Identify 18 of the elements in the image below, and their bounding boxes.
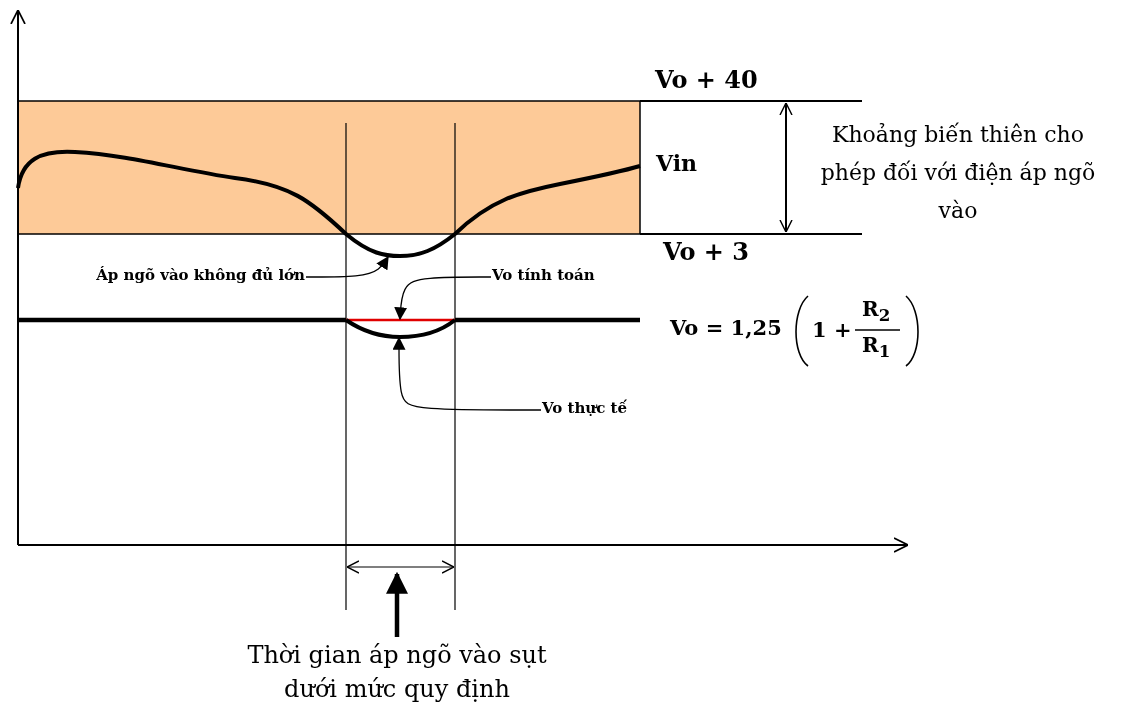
callout-label: Vo tính toán bbox=[492, 266, 595, 284]
callout-label: Vo thực tế bbox=[542, 399, 628, 417]
level-label: Vo + 40 bbox=[655, 66, 758, 95]
curve-label: Vin bbox=[656, 150, 698, 177]
formula-text: Vo = 1,25 bbox=[670, 315, 782, 341]
level-label: Vo + 3 bbox=[663, 238, 749, 267]
callout-label: Áp ngõ vào không đủ lớn bbox=[96, 266, 305, 284]
formula-text: R$_{1}$ bbox=[862, 333, 891, 361]
formula-text: R$_{2}$ bbox=[862, 297, 891, 325]
leader-line bbox=[394, 276, 492, 321]
voltage-dip-curve bbox=[344, 232, 457, 258]
voltage-dip-curve bbox=[344, 318, 457, 339]
leader-line bbox=[305, 255, 389, 278]
arrow bbox=[386, 571, 408, 637]
range-description: Khoảng biến thiên cho phép đối với điện áp ngõ vào bbox=[819, 121, 1097, 225]
caption-text: Thời gian áp ngõ vào sụt dưới mức quy định bbox=[227, 638, 567, 706]
leader-line bbox=[392, 336, 542, 411]
formula-text: 1 + bbox=[812, 317, 852, 343]
